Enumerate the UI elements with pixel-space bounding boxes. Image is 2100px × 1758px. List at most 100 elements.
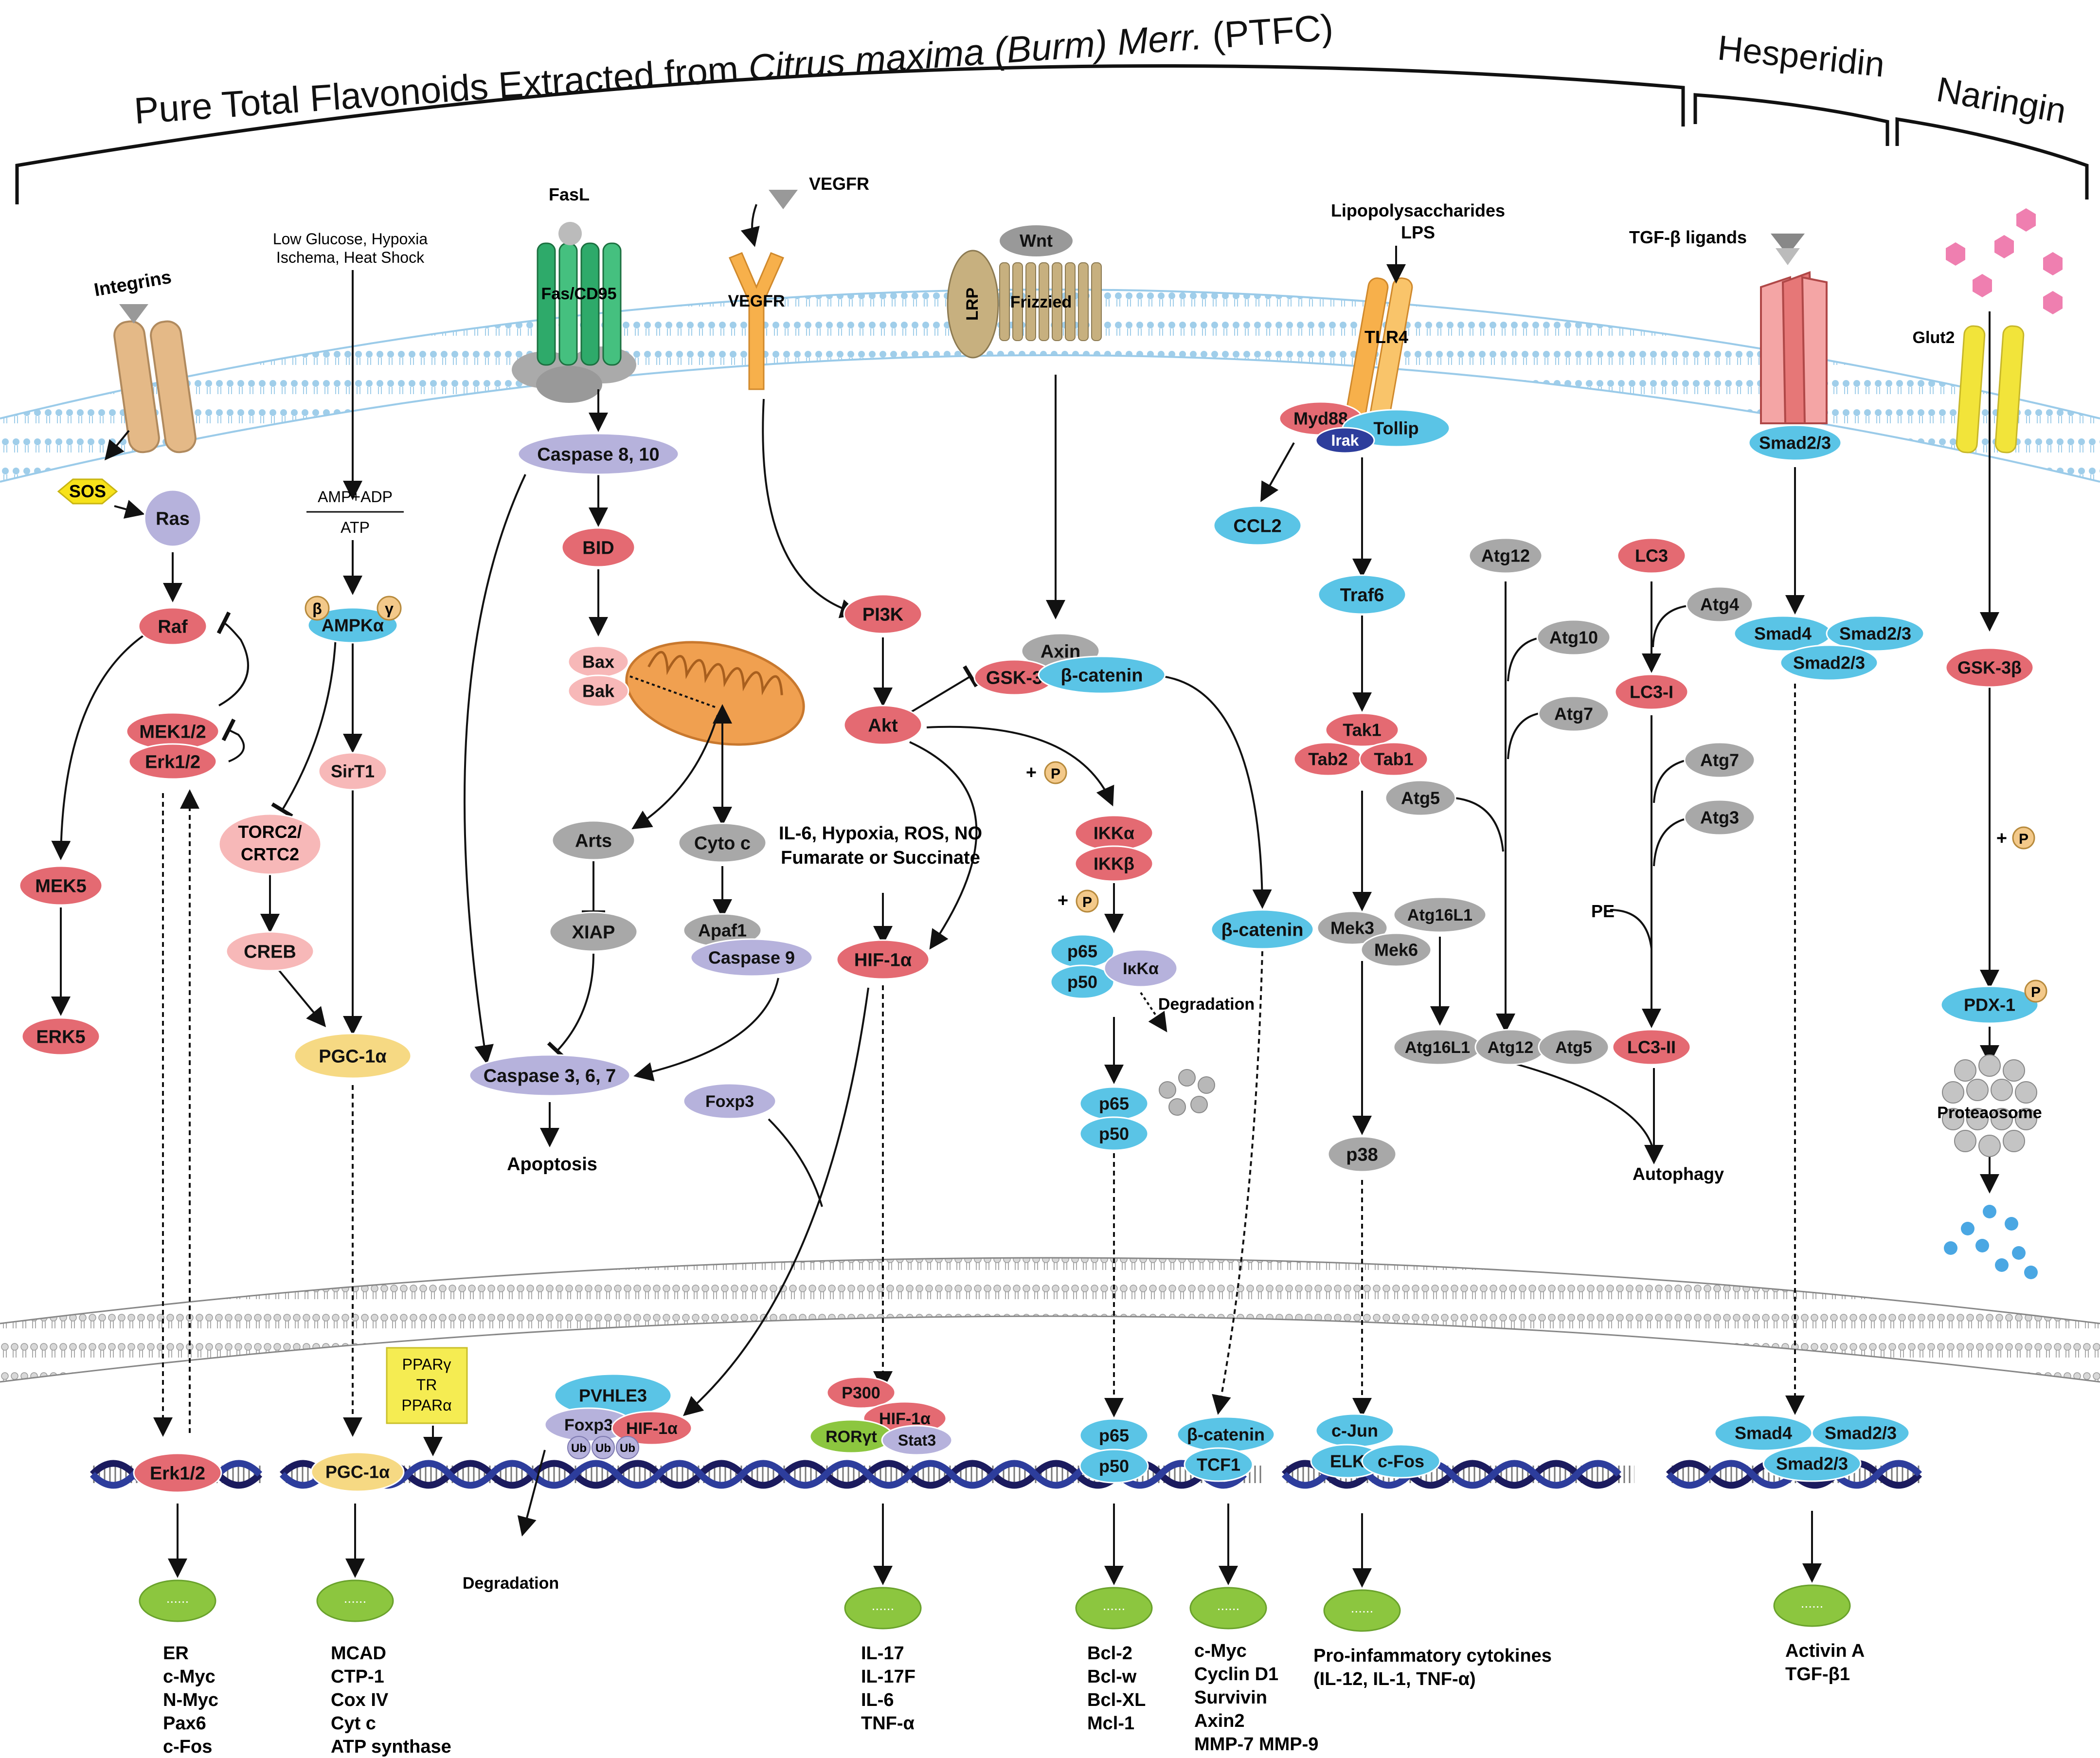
- node-foxp3-shape: [682, 1083, 777, 1120]
- inhibit-ampk-torc2: [271, 637, 337, 818]
- edge-atg4: [1652, 605, 1688, 648]
- nuc-p50-label: p50: [1099, 1456, 1129, 1476]
- nuc-pgc1a: PGC-1α: [310, 1451, 405, 1492]
- node-p65a-label: p65: [1067, 942, 1097, 961]
- node-tab1-shape: [1359, 742, 1429, 777]
- node-ikba-label: IκKα: [1123, 960, 1159, 978]
- gene-pgc: ......: [316, 1579, 394, 1622]
- nuc-pvhle3-label: PVHLE3: [579, 1386, 647, 1406]
- node-erk5-shape: [21, 1017, 101, 1056]
- node-arts-shape: [551, 820, 636, 861]
- node-creb-shape: [225, 931, 315, 972]
- node-caspase9: Caspase 9: [690, 938, 813, 977]
- node-atg7b-shape: [1684, 742, 1756, 779]
- node-atg12b: Atg12: [1474, 1029, 1546, 1066]
- node-atg7a-label: Atg7: [1554, 704, 1593, 724]
- inhibit-mek-raf: [216, 611, 249, 707]
- node-erk12-shape: [128, 743, 217, 780]
- fasl-ligand-icon: [558, 222, 582, 245]
- edge-complex-bcatenin: [1162, 675, 1272, 909]
- edge-pe: [1610, 909, 1652, 949]
- edge-raf-mek5: [51, 627, 157, 860]
- ptfc-bracket: [15, 64, 1685, 204]
- hif-targets: IL-17 IL-17F IL-6 TNF-α: [861, 1643, 920, 1734]
- node-raf: Raf: [138, 607, 208, 646]
- node-tab2-label: Tab2: [1308, 749, 1347, 769]
- node-p38-label: p38: [1346, 1144, 1378, 1165]
- nuc-hif1a-b-label: HIF-1α: [879, 1410, 931, 1428]
- nuc-cfos-shape: [1361, 1444, 1441, 1479]
- nuc-p300: P300: [826, 1376, 896, 1409]
- glut2-label: Glut2: [1913, 328, 1955, 347]
- inhibit-xiap-caspase367: [547, 953, 594, 1061]
- edge-creb-pgc: [276, 967, 326, 1028]
- node-ampk-shape: [307, 607, 398, 644]
- nuc-hif1a: HIF-1α: [611, 1411, 693, 1446]
- naringin-label: Naringin: [1934, 70, 2069, 131]
- gene-nfkb-dots: ......: [1103, 1598, 1126, 1613]
- node-smad23-membrane: Smad2/3: [1748, 424, 1842, 461]
- node-xiap-shape: [549, 911, 638, 952]
- edge-foxp3-nuclear: [768, 1118, 823, 1207]
- gene-ap1: ......: [1323, 1589, 1401, 1632]
- node-atg3-label: Atg3: [1700, 808, 1739, 828]
- node-mek3-shape: [1316, 910, 1388, 945]
- phosphate-icon-akt: [1044, 761, 1067, 784]
- node-mek12: MEK1/2: [126, 712, 220, 751]
- gene-smad-shape: [1773, 1584, 1851, 1627]
- vegfr-label: VEGFR: [728, 292, 785, 310]
- edge-akt-ikk: [926, 725, 1114, 807]
- node-lc3ii-label: LC3-II: [1627, 1037, 1676, 1057]
- node-bak: Bak: [567, 674, 629, 707]
- nuc-cjun: c-Jun: [1315, 1413, 1395, 1448]
- node-torc2-label-2: CRTC2: [241, 844, 299, 864]
- lrp-label: LRP: [963, 288, 982, 321]
- phosphate-label-pdx1: P: [2031, 984, 2041, 1000]
- ub-label-2: Ub: [595, 1442, 611, 1455]
- node-smad23-a-shape: [1826, 615, 1925, 652]
- node-p50a-label: p50: [1067, 972, 1097, 992]
- nuc-smad4-label: Smad4: [1735, 1423, 1792, 1443]
- node-ras-shape: [144, 489, 202, 547]
- nuc-foxp3-label: Foxp3: [564, 1416, 613, 1434]
- node-tak1-shape: [1325, 712, 1400, 747]
- apoptosis-label: Apoptosis: [507, 1154, 597, 1175]
- node-gsk3b-shape: [1945, 647, 2034, 688]
- node-ccl2-shape: [1213, 505, 1302, 546]
- gene-smad-dots: ......: [1801, 1595, 1824, 1611]
- node-mek5-label: MEK5: [35, 876, 87, 896]
- node-lc3-shape: [1616, 537, 1687, 574]
- node-atg3: Atg3: [1684, 799, 1756, 836]
- node-pi3k-label: PI3K: [862, 604, 904, 625]
- node-hif1a: HIF-1α: [836, 939, 930, 980]
- autophagy-label: Autophagy: [1633, 1164, 1724, 1184]
- node-atg10: Atg10: [1536, 619, 1611, 656]
- node-foxp3-label: Foxp3: [705, 1092, 754, 1111]
- node-lc3i-label: LC3-I: [1630, 682, 1673, 702]
- node-irak-label: Irak: [1331, 432, 1359, 449]
- node-p65b: p65: [1079, 1086, 1149, 1121]
- gene-hif-shape: [844, 1587, 922, 1630]
- node-myd88: Myd88: [1278, 401, 1363, 436]
- node-atg5a-shape: [1384, 779, 1456, 816]
- tgf-ligands-label: TGF-β ligands: [1629, 227, 1747, 247]
- mitochondrion: [625, 641, 805, 746]
- degradation-hif-label: Degradation: [463, 1574, 559, 1593]
- inhibit-erk-mek: [221, 718, 245, 762]
- node-bak-label: Bak: [582, 681, 615, 701]
- node-p50a: p50: [1050, 964, 1115, 999]
- nuc-cfos-label: c-Fos: [1378, 1451, 1424, 1471]
- node-caspase9-shape: [690, 938, 813, 977]
- node-lc3i-shape: [1614, 673, 1689, 710]
- node-atg5a-label: Atg5: [1401, 788, 1440, 808]
- node-ras: Ras: [144, 489, 202, 547]
- node-bcatenin-complex-shape: [1038, 655, 1166, 694]
- node-ikba-shape: [1103, 949, 1178, 988]
- gene-hif-dots: ......: [872, 1598, 895, 1613]
- node-bid-label: BID: [582, 538, 614, 558]
- node-atg7a-shape: [1538, 695, 1610, 732]
- node-tab2: Tab2: [1293, 742, 1363, 777]
- node-atg5b: Atg5: [1538, 1029, 1610, 1066]
- nuc-smad23a-label: Smad2/3: [1825, 1423, 1897, 1443]
